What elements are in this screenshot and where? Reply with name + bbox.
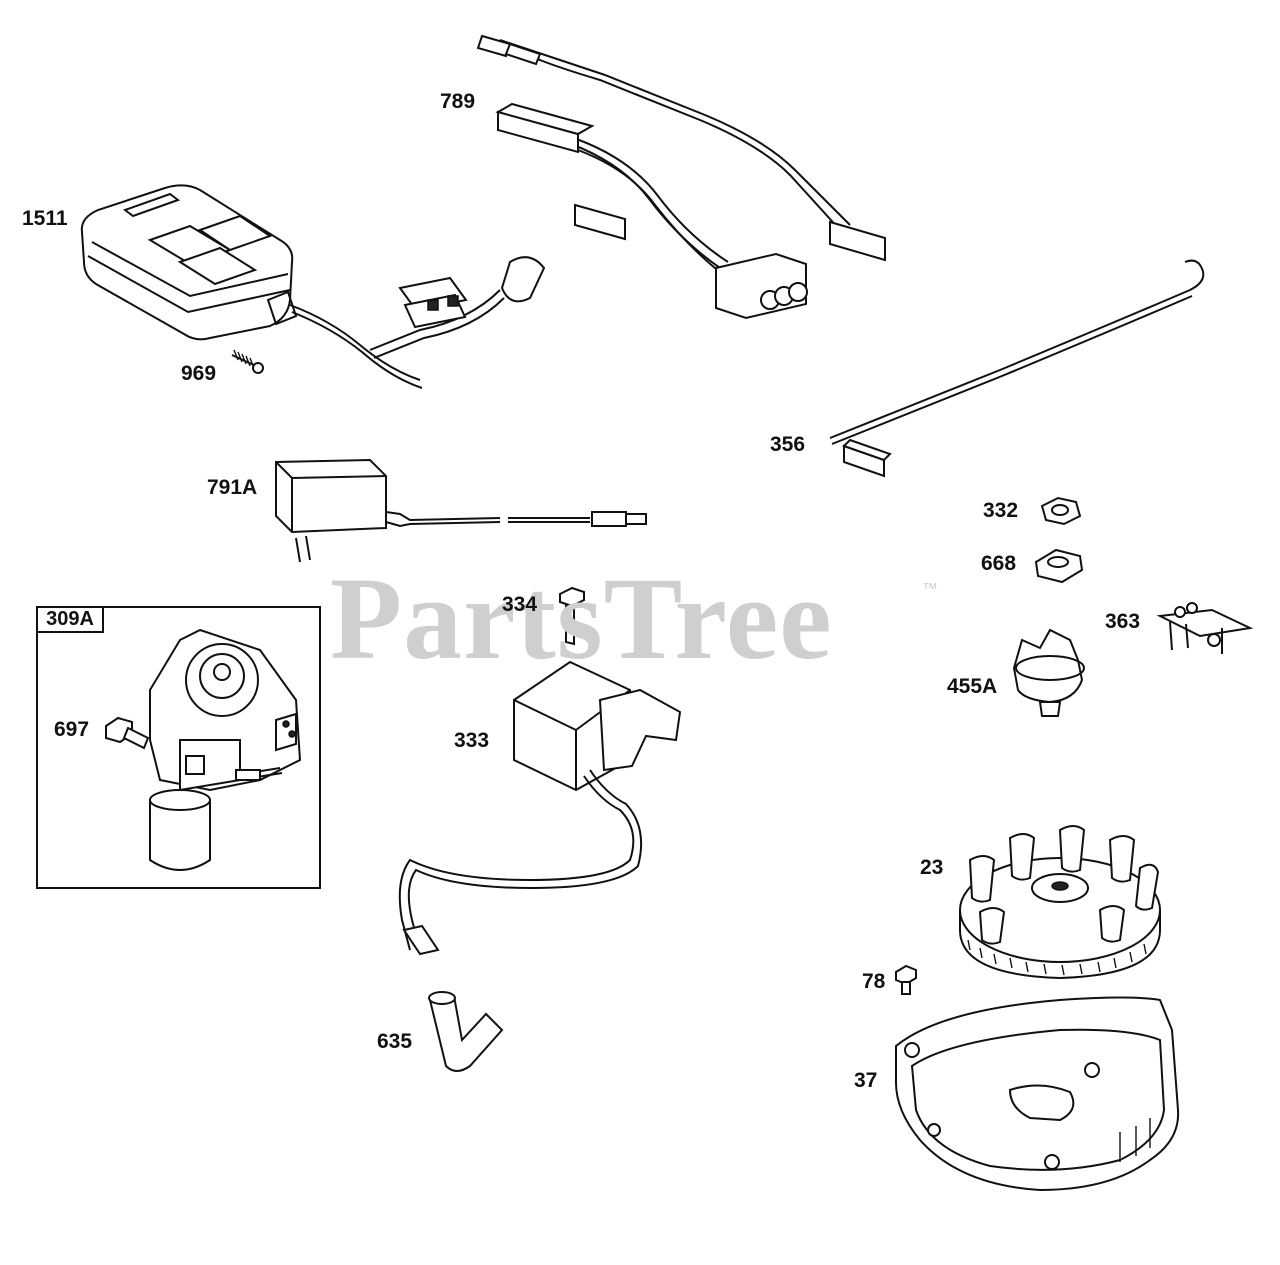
trademark-symbol: ™ bbox=[922, 581, 938, 598]
callout-789[interactable]: 789 bbox=[440, 90, 476, 113]
inset-309a-box bbox=[36, 606, 321, 889]
callout-635[interactable]: 635 bbox=[377, 1030, 413, 1053]
part-363-bracket[interactable] bbox=[1156, 602, 1254, 654]
part-332-nut[interactable] bbox=[1040, 496, 1082, 526]
callout-334[interactable]: 334 bbox=[502, 593, 538, 616]
part-1511-battery-pack[interactable] bbox=[80, 184, 546, 389]
part-668-washer[interactable] bbox=[1034, 548, 1084, 584]
callout-969[interactable]: 969 bbox=[181, 362, 217, 385]
part-334-bolt[interactable] bbox=[559, 586, 585, 646]
callout-332[interactable]: 332 bbox=[983, 499, 1019, 522]
part-969-screw[interactable] bbox=[231, 349, 264, 374]
callout-37[interactable]: 37 bbox=[854, 1069, 878, 1092]
parts-tree-watermark: PartsTree bbox=[330, 553, 833, 684]
part-23-flywheel[interactable] bbox=[959, 825, 1161, 980]
callout-333[interactable]: 333 bbox=[454, 729, 490, 752]
part-309a-starter-motor[interactable] bbox=[149, 628, 302, 871]
part-78-screw[interactable] bbox=[895, 964, 917, 995]
part-37-blower-housing[interactable] bbox=[894, 996, 1180, 1192]
part-635-spark-plug-boot[interactable] bbox=[428, 991, 504, 1072]
callout-697[interactable]: 697 bbox=[54, 718, 90, 741]
callout-791a[interactable]: 791A bbox=[207, 476, 258, 499]
part-789-wiring-harness[interactable] bbox=[476, 34, 886, 320]
part-333-ignition-coil[interactable] bbox=[398, 660, 682, 956]
callout-363[interactable]: 363 bbox=[1105, 610, 1141, 633]
callout-78[interactable]: 78 bbox=[862, 970, 886, 993]
part-356-wire[interactable] bbox=[829, 259, 1205, 478]
callout-1511[interactable]: 1511 bbox=[22, 207, 68, 230]
part-697-bolt[interactable] bbox=[105, 716, 150, 750]
callout-356[interactable]: 356 bbox=[770, 433, 806, 456]
callout-455a[interactable]: 455A bbox=[947, 675, 998, 698]
part-791a-charger[interactable] bbox=[275, 458, 647, 563]
callout-23[interactable]: 23 bbox=[920, 856, 944, 879]
inset-309a-label: 309A bbox=[36, 606, 104, 633]
callout-668[interactable]: 668 bbox=[981, 552, 1017, 575]
part-455a-cup[interactable] bbox=[1012, 628, 1085, 717]
